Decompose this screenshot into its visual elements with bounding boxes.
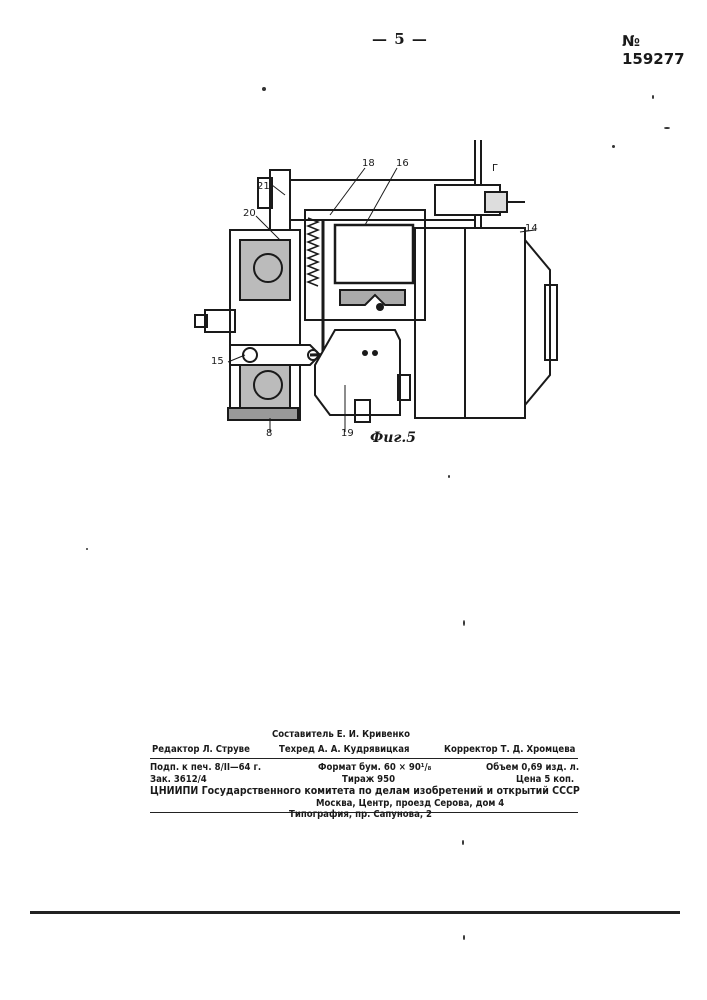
callout-g: Г xyxy=(492,163,498,174)
imprint-corrector: Корректор Т. Д. Хромцева xyxy=(444,744,575,755)
scan-speck xyxy=(664,127,670,129)
patent-number: № 159277 xyxy=(622,32,707,68)
imprint-volume: Объем 0,69 изд. л. xyxy=(486,762,579,773)
imprint-rule-top xyxy=(150,758,578,759)
mechanism-drawing xyxy=(190,140,570,460)
imprint-address: Москва, Центр, проезд Серова, дом 4 xyxy=(316,798,504,809)
scan-speck xyxy=(652,95,654,99)
scan-speck xyxy=(448,475,450,478)
callout-20: 20 xyxy=(243,208,256,219)
imprint-format: Формат бум. 60 × 90¹/₈ xyxy=(318,762,431,773)
scan-speck xyxy=(262,87,266,91)
callout-21: 21 xyxy=(257,181,270,192)
imprint-compiler: Составитель Е. И. Кривенко xyxy=(272,729,410,740)
callout-15: 15 xyxy=(211,356,224,367)
scan-speck xyxy=(86,548,88,550)
scan-speck xyxy=(463,935,465,940)
callout-14: 14 xyxy=(525,223,538,234)
imprint-price: Цена 5 коп. xyxy=(516,774,574,785)
callout-18: 18 xyxy=(362,158,375,169)
page-number: — 5 — xyxy=(372,30,428,48)
scan-speck xyxy=(463,620,465,626)
imprint-institute: ЦНИИПИ Государственного комитета по дела… xyxy=(150,785,580,797)
imprint-signed: Подп. к печ. 8/II—64 г. xyxy=(150,762,261,773)
imprint-printer: Типография, пр. Сапунова, 2 xyxy=(289,809,432,820)
page-bottom-line xyxy=(30,911,680,914)
imprint-techred: Техред А. А. Кудрявицкая xyxy=(279,744,409,755)
callout-16: 16 xyxy=(396,158,409,169)
imprint-print-run: Тираж 950 xyxy=(342,774,395,785)
imprint-order: Зак. 3612/4 xyxy=(150,774,207,785)
figure-caption: Фиг.5 xyxy=(370,430,416,446)
callout-8: 8 xyxy=(266,428,272,439)
scan-speck xyxy=(462,840,464,845)
scan-speck xyxy=(612,145,615,148)
imprint-editor: Редактор Л. Струве xyxy=(152,744,250,755)
callout-19: 19 xyxy=(341,428,354,439)
